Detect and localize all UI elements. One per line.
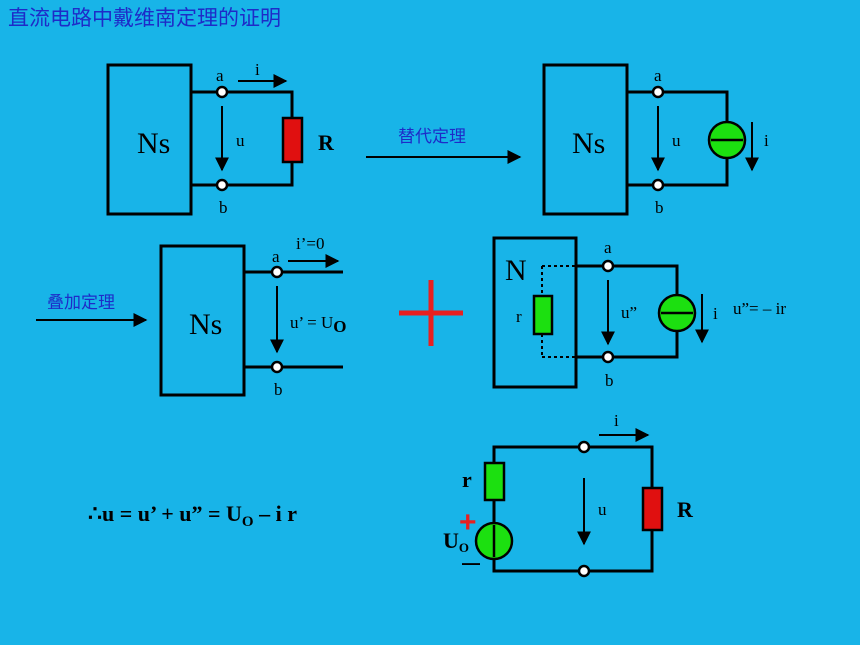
plus-sign — [399, 280, 463, 346]
n-label: N — [505, 254, 527, 287]
superposition-label: 叠加定理 — [47, 293, 115, 313]
label-a: a — [216, 66, 224, 85]
terminal-top — [577, 440, 591, 454]
circuit-original: Ns R a b i u — [106, 60, 335, 217]
minus-polarity: — — [462, 553, 480, 573]
circuit-passive: N r i u”= – ir a b u” — [492, 236, 786, 390]
resistor-R — [641, 486, 664, 532]
label-a: a — [654, 66, 662, 85]
label-b: b — [655, 198, 664, 217]
terminal-a — [215, 85, 229, 99]
ns-label: Ns — [137, 127, 170, 160]
terminal-b — [270, 360, 284, 374]
current-label: i — [764, 131, 769, 150]
terminal-b — [651, 178, 665, 192]
resistor-label: R — [318, 130, 335, 155]
label-a: a — [272, 247, 280, 266]
voltage-label: u — [672, 131, 681, 150]
ns-label: Ns — [572, 127, 605, 160]
ns-box — [106, 63, 193, 216]
ns-label: Ns — [189, 308, 222, 341]
label-b: b — [274, 380, 283, 399]
current-label: i — [713, 304, 718, 323]
equation-label: u”= – ir — [733, 299, 786, 318]
resistor-R-label: R — [677, 497, 694, 522]
substitution-label: 替代定理 — [398, 127, 466, 147]
terminal-b — [601, 350, 615, 364]
resistor-r — [532, 294, 554, 336]
voltage-label: u” — [621, 303, 637, 322]
plus-polarity: + — [459, 506, 477, 539]
current-label: i’=0 — [296, 234, 324, 253]
terminal-b — [215, 178, 229, 192]
terminal-bottom — [577, 564, 591, 578]
resistor-r-label: r — [462, 467, 472, 492]
circuit-equivalent: r + UO — R i u — [443, 411, 694, 578]
resistor-label: r — [516, 307, 522, 326]
current-label: i — [614, 411, 619, 430]
uo-label: UO — [443, 528, 469, 555]
ns-box — [542, 63, 629, 216]
terminal-a — [601, 259, 615, 273]
ns-box — [159, 244, 246, 397]
n-box — [492, 236, 578, 389]
circuit-open: Ns a b i’=0 u’ = UO — [159, 234, 347, 399]
label-a: a — [604, 238, 612, 257]
label-b: b — [605, 371, 614, 390]
resistor-R — [281, 116, 304, 164]
page-title: 直流电路中戴维南定理的证明 — [8, 6, 281, 30]
voltage-label: u’ = UO — [290, 313, 347, 336]
voltage-label: u — [236, 131, 245, 150]
current-label: i — [255, 60, 260, 79]
label-b: b — [219, 198, 228, 217]
terminal-a — [270, 265, 284, 279]
voltage-label: u — [598, 500, 607, 519]
terminal-a — [651, 85, 665, 99]
circuit-substituted: Ns i a b u — [542, 63, 769, 217]
resistor-r — [483, 461, 506, 502]
conclusion-equation: ∴u = u’ + u” = UO – i r — [88, 501, 297, 530]
